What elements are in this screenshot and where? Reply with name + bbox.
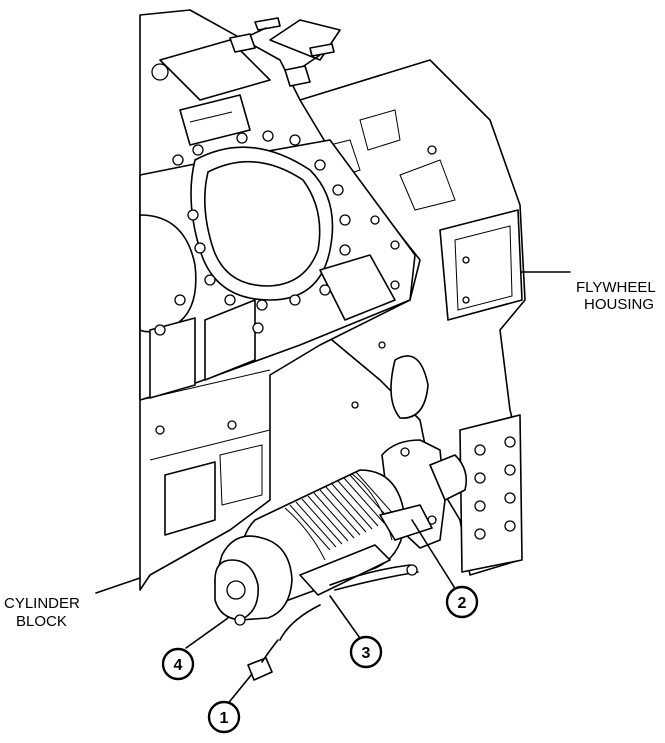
cylinder-leader-line (95, 577, 141, 594)
flywheel-housing-label-line2: HOUSING (584, 296, 654, 313)
flywheel-housing-label-line1: FLYWHEEL (576, 279, 656, 296)
cylinder-block-label-line2: BLOCK (16, 613, 67, 630)
callout-3-leader (329, 595, 363, 642)
mounting-bolts-drawing (229, 17, 335, 87)
leader-lines (95, 271, 571, 707)
callout-4: 4 (161, 647, 195, 681)
callout-4-leader (185, 617, 229, 649)
callout-1: 1 (207, 700, 241, 734)
callout-4-number: 4 (174, 657, 183, 674)
callout-3: 3 (349, 635, 383, 669)
cylinder-block-drawing (139, 9, 421, 591)
starter-motor-drawing (214, 439, 468, 681)
cylinder-block-label-line1: CYLINDER (4, 595, 80, 612)
callout-1-leader (225, 673, 253, 707)
callout-1-number: 1 (220, 710, 229, 727)
callout-2-leader (411, 519, 457, 591)
callout-2-number: 2 (458, 595, 467, 612)
callout-3-number: 3 (362, 645, 371, 662)
callout-2: 2 (445, 585, 479, 619)
